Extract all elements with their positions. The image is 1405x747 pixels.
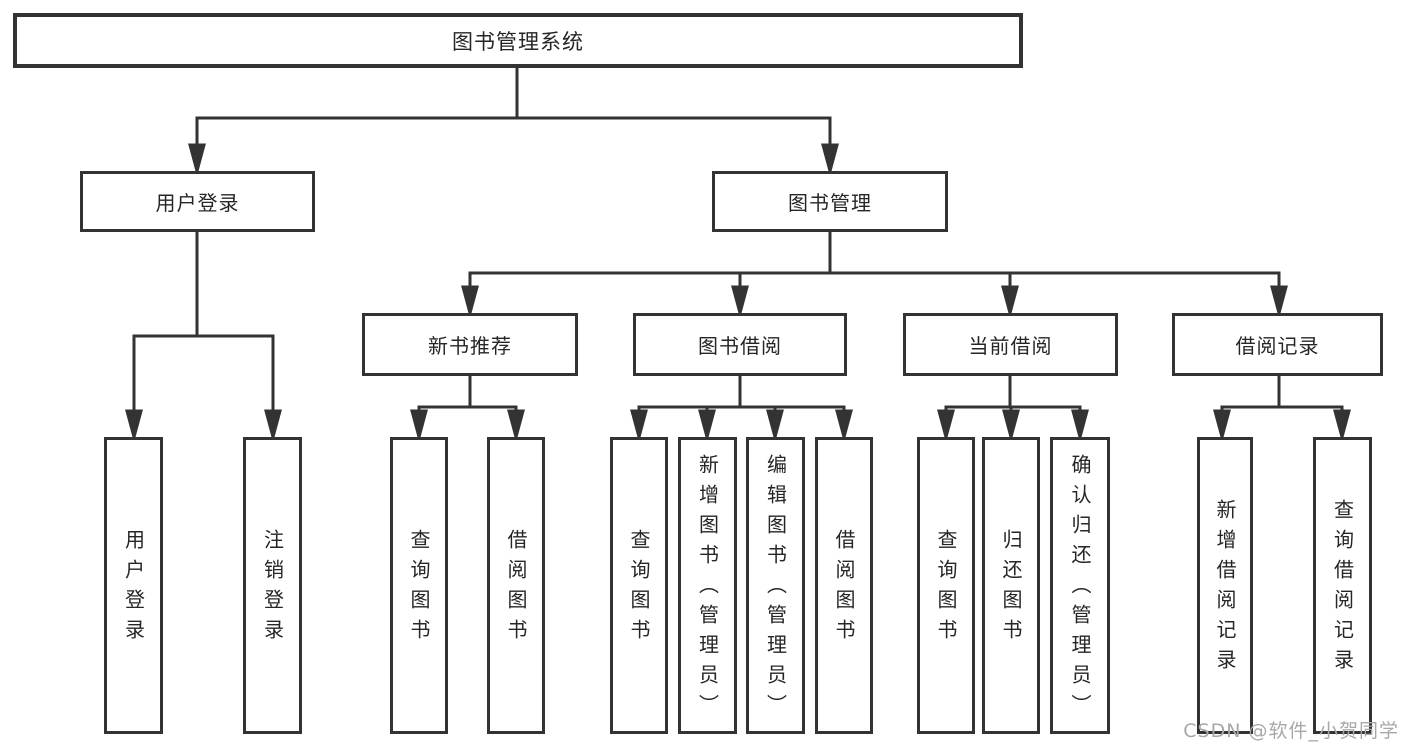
- node-recommend-borrow-books: 借阅图书: [487, 437, 545, 734]
- node-borrow-borrow-books: 借阅图书: [815, 437, 873, 734]
- csdn-watermark: CSDN @软件_小贺同学: [1183, 720, 1399, 742]
- node-borrowing-records: 借阅记录: [1172, 313, 1383, 376]
- node-borrow-edit-books-admin: 编辑图书（管理员）: [746, 437, 805, 734]
- node-new-book-recommend: 新书推荐: [362, 313, 578, 376]
- node-library-management-system: 图书管理系统: [13, 13, 1023, 68]
- node-leaf-logout: 注销登录: [243, 437, 302, 734]
- node-current-return-books: 归还图书: [982, 437, 1040, 734]
- node-borrow-add-books-admin: 新增图书（管理员）: [678, 437, 737, 734]
- node-book-borrowing: 图书借阅: [633, 313, 847, 376]
- node-user-login: 用户登录: [80, 171, 315, 232]
- node-current-confirm-return-admin: 确认归还（管理员）: [1050, 437, 1110, 734]
- node-records-query-record: 查询借阅记录: [1313, 437, 1372, 734]
- node-current-query-books: 查询图书: [917, 437, 975, 734]
- node-borrow-query-books: 查询图书: [610, 437, 668, 734]
- node-book-management: 图书管理: [712, 171, 948, 232]
- node-records-add-record: 新增借阅记录: [1197, 437, 1253, 734]
- node-leaf-user-login: 用户登录: [104, 437, 163, 734]
- node-recommend-query-books: 查询图书: [390, 437, 448, 734]
- node-current-borrowing: 当前借阅: [903, 313, 1118, 376]
